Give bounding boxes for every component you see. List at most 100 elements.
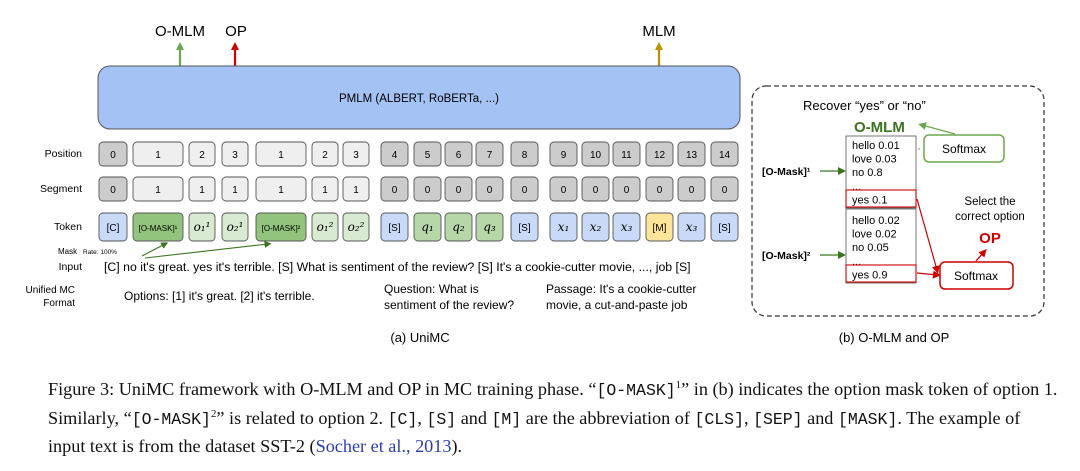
token-cell-label: o₁¹ bbox=[194, 220, 211, 234]
segment-cell-label: 0 bbox=[425, 185, 431, 196]
caption-citation-link[interactable]: Socher et al., 2013 bbox=[315, 436, 452, 456]
position-cell-label: 4 bbox=[392, 150, 398, 161]
segment-cell bbox=[549, 176, 578, 202]
option2-distribution-box bbox=[845, 208, 917, 284]
token-cell bbox=[612, 212, 641, 242]
position-cell-label: 14 bbox=[719, 150, 731, 161]
caption-text-8: and bbox=[802, 407, 838, 428]
position-cell bbox=[255, 141, 307, 167]
distribution-entry: hello 0.02 bbox=[852, 215, 900, 227]
unified-question-line1: Question: What is bbox=[384, 282, 479, 296]
token-cell-label: x₃ bbox=[621, 220, 633, 234]
mask-arrow-1 bbox=[141, 242, 169, 257]
token-cell-label: x₂ bbox=[590, 220, 602, 234]
input-text: [C] no it's great. yes it's terrible. [S… bbox=[104, 260, 691, 274]
caption-cls-abbr: [C] bbox=[387, 409, 418, 429]
omlm-output-label: O-MLM bbox=[155, 23, 205, 40]
softmax-to-omlm-arrow bbox=[918, 122, 956, 135]
segment-cell-label: 0 bbox=[722, 185, 728, 196]
segment-cell bbox=[444, 176, 473, 202]
panel-b: Recover “yes” or “no” O-MLM hello 0.01lo… bbox=[751, 85, 1045, 317]
op-output-label: OP bbox=[225, 23, 247, 40]
segment-cell-label: 0 bbox=[110, 185, 116, 196]
segment-cell-label: 0 bbox=[561, 185, 567, 196]
position-cell bbox=[188, 141, 216, 167]
distribution-entry: yes 0.1 bbox=[852, 194, 887, 206]
token-cell bbox=[342, 212, 370, 242]
caption-text-3: ” is related to option 2. bbox=[216, 407, 388, 428]
yes-highlight-1 bbox=[845, 189, 917, 208]
token-cell bbox=[98, 212, 128, 242]
position-cell-label: 5 bbox=[425, 150, 431, 161]
caption-text-9: . The example of input text is from the … bbox=[48, 407, 1021, 457]
token-cell bbox=[132, 212, 184, 242]
caption-sup1: 1 bbox=[675, 378, 682, 391]
softmax-op-label: Softmax bbox=[954, 269, 998, 283]
distribution-entry: love 0.02 bbox=[852, 229, 897, 241]
token-cell bbox=[444, 212, 473, 242]
subcaption-b: (b) O-MLM and OP bbox=[839, 330, 950, 345]
recover-text: Recover “yes” or “no” bbox=[803, 98, 926, 113]
token-cell bbox=[677, 212, 706, 242]
position-cell bbox=[342, 141, 370, 167]
position-cell-label: 2 bbox=[199, 150, 205, 161]
position-cell-label: 0 bbox=[110, 150, 116, 161]
select-text-line1: Select the bbox=[964, 196, 1015, 208]
position-cell bbox=[98, 141, 128, 167]
segment-cell-label: 0 bbox=[689, 185, 695, 196]
unified-mc-label-line1: Unified MC bbox=[26, 285, 75, 296]
token-cell bbox=[510, 212, 539, 242]
mask-label: Mask bbox=[58, 247, 78, 256]
softmax-to-op-arrow bbox=[975, 249, 987, 262]
position-cell bbox=[612, 141, 641, 167]
yes2-to-softmax-arrow bbox=[916, 270, 941, 279]
token-cell bbox=[475, 212, 504, 242]
position-cell-label: 3 bbox=[353, 150, 359, 161]
caption-text-1: Figure 3: UniMC framework with O-MLM and… bbox=[48, 379, 597, 399]
segment-cell bbox=[475, 176, 504, 202]
token-cell-label: [S] bbox=[718, 223, 730, 234]
unified-passage-line2: movie, a cut-and-paste job bbox=[546, 298, 688, 312]
distribution-entry: hello 0.01 bbox=[852, 140, 900, 152]
omask2-label: [O-Mask]² bbox=[762, 250, 811, 262]
caption-text-5: and bbox=[456, 407, 492, 428]
segment-cell bbox=[612, 176, 641, 202]
token-cell-label: q₃ bbox=[483, 220, 496, 234]
caption-text-6: are the abbreviation of bbox=[521, 407, 695, 428]
yes-highlight-2 bbox=[845, 264, 917, 283]
softmax-omlm-box bbox=[923, 134, 1005, 163]
position-cell bbox=[581, 141, 610, 167]
segment-cell bbox=[188, 176, 216, 202]
unified-mc-label-line2: Format bbox=[43, 298, 75, 309]
position-cell bbox=[710, 141, 739, 167]
distribution-entry: no 0.05 bbox=[852, 242, 889, 254]
distribution-entry: ... bbox=[852, 256, 861, 268]
position-cell bbox=[645, 141, 674, 167]
segment-cell-label: 0 bbox=[593, 185, 599, 196]
token-cell-label: [S] bbox=[518, 223, 530, 234]
omask1-label: [O-Mask]¹ bbox=[762, 166, 811, 178]
subcaption-a: (a) UniMC bbox=[390, 330, 449, 345]
segment-cell-label: 1 bbox=[199, 185, 205, 196]
position-cell bbox=[413, 141, 442, 167]
position-cell bbox=[677, 141, 706, 167]
token-cell bbox=[413, 212, 442, 242]
position-cell-label: 2 bbox=[322, 150, 328, 161]
distribution-entry: ... bbox=[852, 181, 861, 193]
token-cell bbox=[221, 212, 249, 242]
segment-cell bbox=[380, 176, 409, 202]
token-cell bbox=[188, 212, 216, 242]
segment-cell-label: 0 bbox=[487, 185, 493, 196]
mlm-output-label: MLM bbox=[642, 23, 675, 40]
segment-cell-label: 0 bbox=[657, 185, 663, 196]
segment-cell bbox=[98, 176, 128, 202]
position-cell-label: 7 bbox=[487, 150, 493, 161]
token-cell bbox=[255, 212, 307, 242]
figure-caption: Figure 3: UniMC framework with O-MLM and… bbox=[48, 376, 1058, 460]
token-cell bbox=[549, 212, 578, 242]
token-cell bbox=[581, 212, 610, 242]
